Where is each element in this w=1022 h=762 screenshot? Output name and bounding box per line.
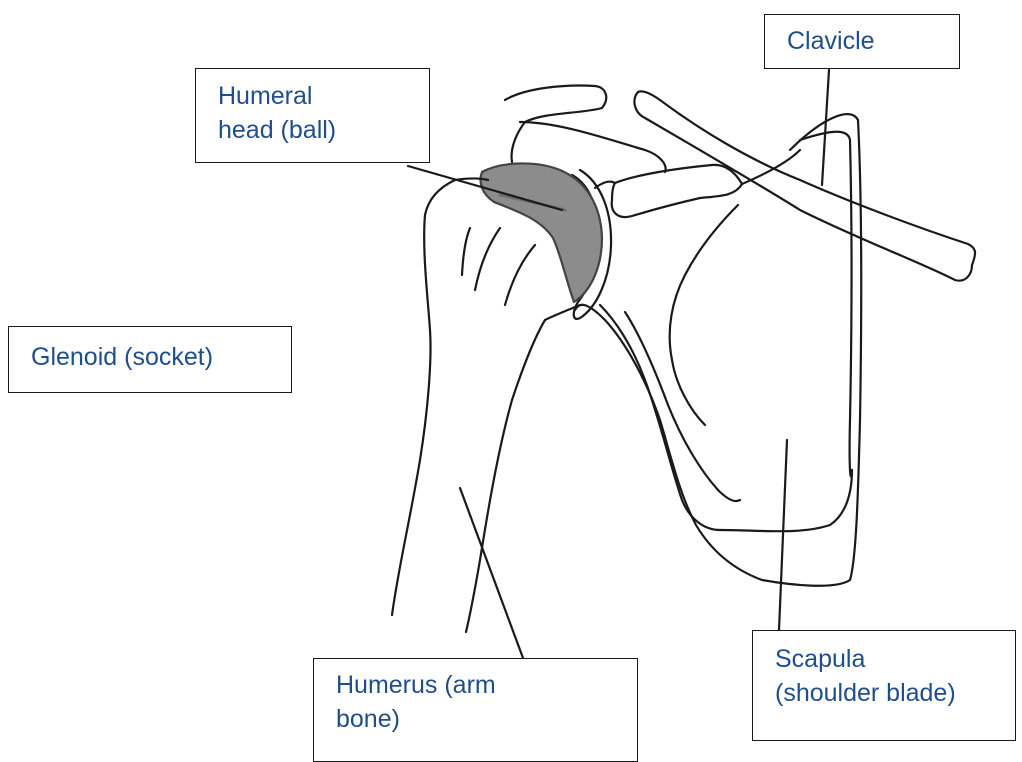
humerus-neck-line-2 (475, 228, 500, 290)
scapula-leader (779, 440, 787, 630)
scapula-label: Scapula (shoulder blade) (752, 630, 1016, 741)
acromion-outline (505, 86, 606, 162)
clavicle-leader (822, 70, 829, 185)
humerus-label-line-1: Humerus (arm (336, 668, 631, 702)
scapula-inner-lateral-line (625, 312, 740, 501)
glenoid-label: Glenoid (socket) (8, 326, 292, 393)
humerus-leader (460, 488, 523, 658)
humeral-head-label: Humeral head (ball) (195, 68, 430, 163)
humerus-label: Humerus (arm bone) (313, 658, 638, 762)
clavicle-label-text: Clavicle (787, 24, 953, 58)
humerus-neck-line-3 (505, 245, 535, 305)
scapula-label-line-2: (shoulder blade) (775, 676, 1009, 710)
humeral-head-label-line-1: Humeral (218, 79, 423, 113)
humerus-right-outline (466, 305, 580, 632)
scapula-upper-inner-line (670, 205, 738, 425)
clavicle-label: Clavicle (764, 14, 960, 69)
clavicle-outline (634, 91, 975, 280)
humerus-label-line-2: bone) (336, 702, 631, 736)
scapula-label-line-1: Scapula (775, 642, 1009, 676)
humerus-left-outline (392, 180, 455, 615)
humerus-neck-line-1 (462, 228, 470, 275)
humeral-head-label-line-2: head (ball) (218, 113, 423, 147)
scapula-outer-border (575, 114, 861, 586)
glenoid-label-text: Glenoid (socket) (31, 340, 285, 374)
coracoid-outline (612, 165, 742, 217)
